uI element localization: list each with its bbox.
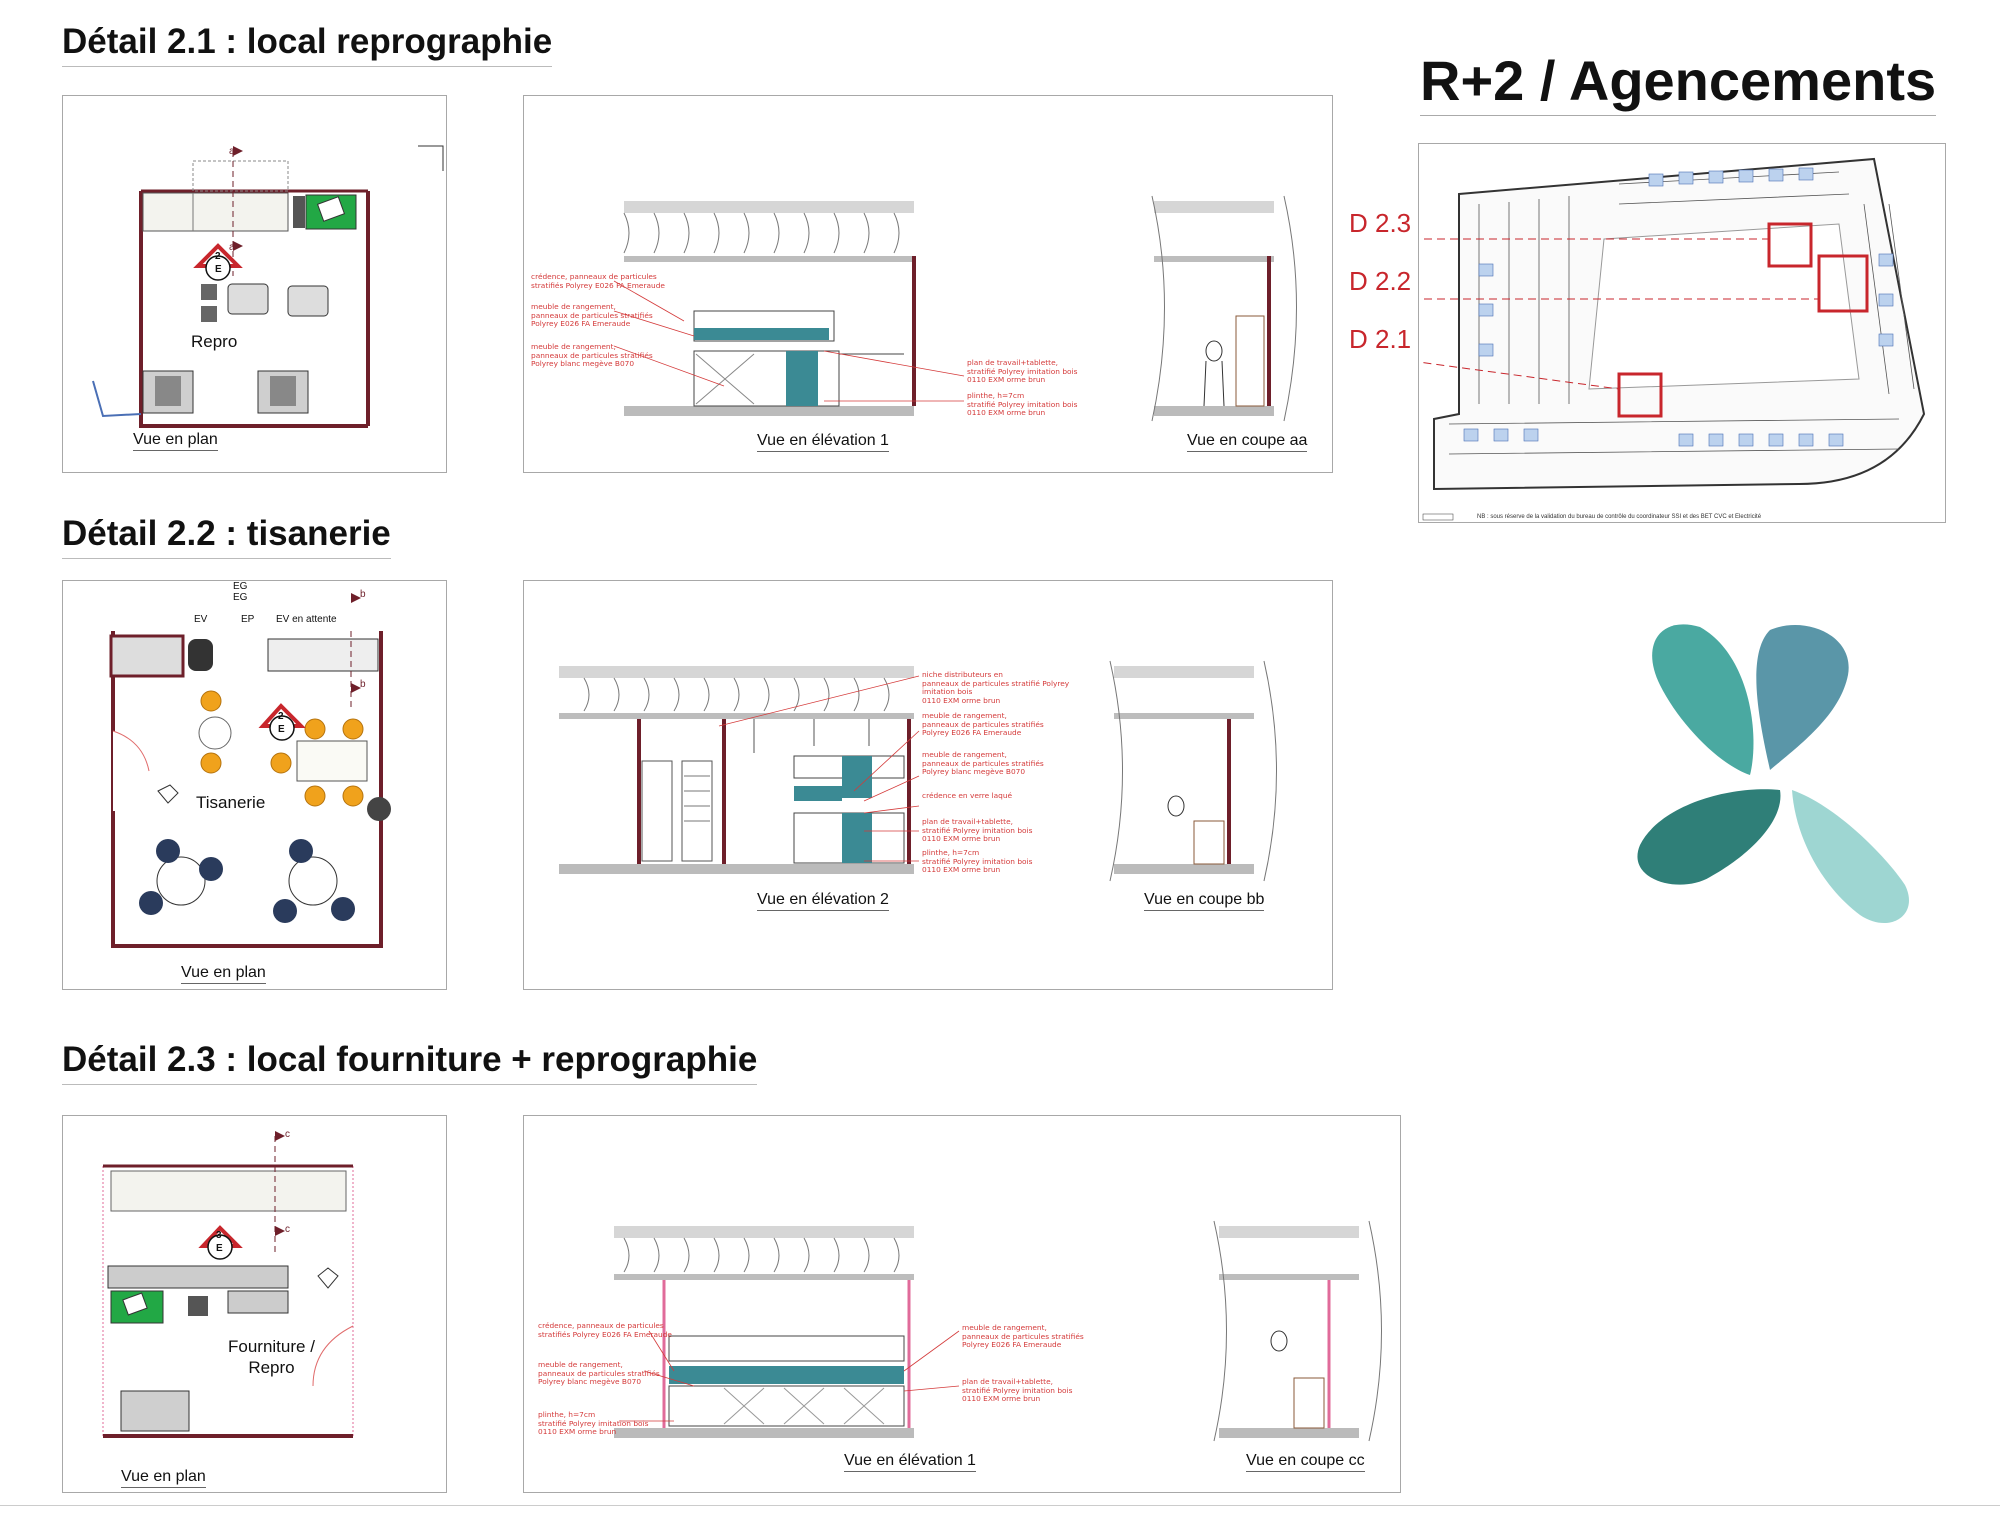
note-d22-5: plan de travail+tablette, stratifié Poly… xyxy=(922,817,1033,843)
note-d21-1: crédence, panneaux de particules stratif… xyxy=(531,272,665,290)
cut-label-b2: b xyxy=(360,679,366,690)
cut-label-c2: c xyxy=(285,1224,290,1235)
cut-label-a1: a xyxy=(229,146,235,157)
elevation-view-label-d21: Vue en élévation 1 xyxy=(757,432,889,452)
plan-drawing-d21 xyxy=(92,145,444,428)
elevation-drawing-d21 xyxy=(613,195,1297,422)
note-d21-5: plinthe, h=7cm stratifié Polyrey imitati… xyxy=(967,391,1078,417)
bottom-rule xyxy=(0,1505,2000,1506)
section-view-label-d23: Vue en coupe cc xyxy=(1246,1452,1365,1472)
elevation-drawing-d23 xyxy=(614,1220,1382,1442)
note-d21-2: meuble de rangement, panneaux de particu… xyxy=(531,302,653,328)
tag-d23: D 2.3 xyxy=(1349,208,1412,238)
marker-letter-d21: E xyxy=(215,264,222,275)
cut-label-b1: b xyxy=(360,589,366,600)
section-title-d23: Détail 2.3 : local fourniture + reprogra… xyxy=(62,1040,758,1085)
note-d23-2: meuble de rangement, panneaux de particu… xyxy=(538,1360,660,1386)
section-view-label-d22: Vue en coupe bb xyxy=(1144,891,1265,911)
marker-number-d22: 2 xyxy=(278,711,284,722)
note-d23-1: crédence, panneaux de particules stratif… xyxy=(538,1321,672,1339)
plan-panel-d21: a a 2 E Repro Vue en plan xyxy=(62,95,447,473)
elevation-drawing-d22 xyxy=(559,660,1277,882)
plan-view-label-d23: Vue en plan xyxy=(121,1468,206,1488)
section-title-d22: Détail 2.2 : tisanerie xyxy=(62,514,391,559)
tag-d22: D 2.2 xyxy=(1349,266,1412,296)
elevation-panel-d21: crédence, panneaux de particules stratif… xyxy=(523,95,1333,473)
label-ev: EV xyxy=(194,614,208,625)
room-label-tisanerie: Tisanerie xyxy=(196,793,266,812)
note-d22-4: crédence en verre laqué xyxy=(922,791,1013,800)
tag-d21: D 2.1 xyxy=(1349,324,1412,354)
elevation-view-label-d22: Vue en élévation 2 xyxy=(757,891,889,911)
plan-drawing-d23 xyxy=(102,1131,354,1438)
company-logo xyxy=(1637,624,1909,924)
plan-view-label-d22: Vue en plan xyxy=(181,964,266,984)
note-d23-3: plinthe, h=7cm stratifié Polyrey imitati… xyxy=(538,1410,649,1436)
elevation-panel-d22: niche distributeurs en panneaux de parti… xyxy=(523,580,1333,990)
label-ev-attente: EV en attente xyxy=(276,614,337,625)
section-title-d21: Détail 2.1 : local reprographie xyxy=(62,22,553,67)
section-view-label-d21: Vue en coupe aa xyxy=(1187,432,1308,452)
note-d21-3: meuble de rangement, panneaux de particu… xyxy=(531,342,653,368)
note-d22-2: meuble de rangement, panneaux de particu… xyxy=(922,711,1044,737)
label-eg-2: EG xyxy=(233,592,248,603)
note-d21-4: plan de travail+tablette, stratifié Poly… xyxy=(967,358,1078,384)
note-d22-1: niche distributeurs en panneaux de parti… xyxy=(922,670,1070,705)
label-ep: EP xyxy=(241,614,255,625)
page-title: R+2 / Agencements xyxy=(1420,48,1937,116)
marker-number-d21: 2 xyxy=(215,251,221,262)
floorplan-panel: NB : sous réserve de la validation du bu… xyxy=(1418,143,1946,523)
plan-panel-d23: c c 3 E Fourniture / Repro Vue en plan xyxy=(62,1115,447,1493)
cut-label-a2: a xyxy=(229,242,235,253)
elevation-panel-d23: crédence, panneaux de particules stratif… xyxy=(523,1115,1401,1493)
note-d22-6: plinthe, h=7cm stratifié Polyrey imitati… xyxy=(922,848,1033,874)
elevation-view-label-d23: Vue en élévation 1 xyxy=(844,1452,976,1472)
marker-letter-d22: E xyxy=(278,724,285,735)
note-d23-5: plan de travail+tablette, stratifié Poly… xyxy=(962,1377,1073,1403)
plan-drawing-d22 xyxy=(109,593,391,948)
marker-letter-d23: E xyxy=(216,1243,223,1254)
plan-panel-d22: b b EG EG EV EP EV en attente 2 E Tisane… xyxy=(62,580,447,990)
floorplan-footnote: NB : sous réserve de la validation du bu… xyxy=(1477,514,1762,520)
marker-number-d23: 3 xyxy=(216,1230,222,1241)
label-eg-1: EG xyxy=(233,581,248,592)
note-d23-4: meuble de rangement, panneaux de particu… xyxy=(962,1323,1084,1349)
note-d22-3: meuble de rangement, panneaux de particu… xyxy=(922,750,1044,776)
room-label-fourniture-repro: Fourniture / Repro xyxy=(228,1337,315,1377)
floorplan-drawing xyxy=(1419,157,1926,521)
cut-label-c1: c xyxy=(285,1129,290,1140)
plan-view-label-d21: Vue en plan xyxy=(133,431,218,451)
room-label-repro: Repro xyxy=(191,332,238,351)
